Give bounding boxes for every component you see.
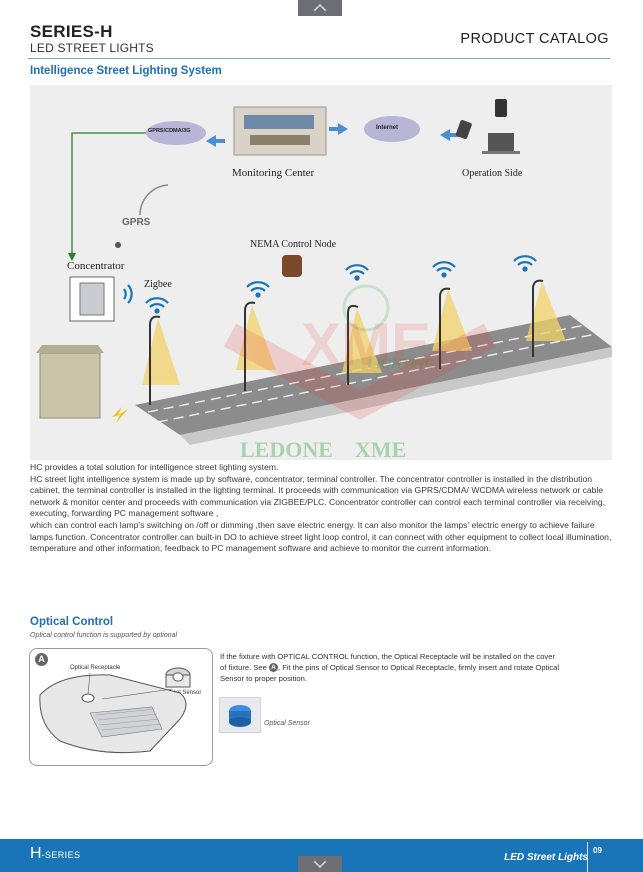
receptacle-label: Optical Receptacle — [70, 665, 121, 671]
chevron-down-icon — [313, 860, 327, 868]
wifi-icon — [123, 255, 537, 314]
badge-a: A — [35, 653, 48, 666]
section-title: Intelligence Street Lighting System — [30, 65, 222, 77]
road — [135, 315, 612, 435]
nema-node-image — [282, 255, 302, 277]
laptop-icon — [488, 133, 514, 151]
optical-sensor-icon — [229, 705, 251, 727]
paragraph: HC street light intelligence system is m… — [30, 473, 606, 519]
sensor-caption: Optical Sensor — [264, 720, 310, 727]
monitoring-center-label: Monitoring Center — [232, 167, 315, 179]
optical-control-note: Optical control function is supported by… — [30, 632, 178, 639]
operation-side-label: Operation Side — [462, 168, 523, 179]
gprs-cloud — [146, 121, 206, 145]
internet-cloud — [364, 116, 420, 142]
watermark — [223, 284, 497, 420]
concentrator-label: Concentrator — [67, 260, 125, 272]
chevron-up-icon — [313, 4, 327, 12]
diagram-graphic: XME — [36, 99, 612, 445]
sensor-label: Optical Sensor — [162, 690, 202, 696]
footer-series: H-SERIES — [30, 845, 81, 862]
watermark-brand: LEDONE XME — [240, 437, 407, 460]
watermark-lighting: LIGHTING — [368, 355, 435, 371]
page-down-button[interactable] — [298, 856, 342, 872]
optical-control-title: Optical Control — [30, 616, 114, 628]
nema-node-label: NEMA Control Node — [250, 239, 337, 250]
internet-cloud-label: Internet — [376, 125, 399, 131]
optical-sensor-image — [219, 697, 261, 733]
badge-a-inline: A — [268, 663, 278, 673]
gprs-cloud-label: GPRS/CDMA/3G — [148, 128, 191, 134]
distribution-cabinet — [39, 352, 101, 419]
phone-icon — [455, 119, 472, 139]
fixture-diagram: A Optical Receptacle Optical Sensor — [29, 648, 213, 766]
gprs-label: GPRS — [122, 217, 151, 228]
fixture-graphic — [39, 667, 191, 754]
series-subtitle: LED STREET LIGHTS — [30, 41, 154, 55]
zigbee-label: Zigbee — [144, 279, 172, 290]
page-number: 09 — [587, 842, 609, 872]
tablet-icon — [495, 99, 507, 117]
header-divider — [28, 58, 610, 59]
optical-control-description: If the fixture with OPTICAL CONTROL func… — [220, 652, 560, 683]
series-title: SERIES-H — [30, 22, 113, 41]
watermark-logo-text: XME — [301, 311, 431, 378]
arrow-icon — [206, 123, 459, 147]
paragraph: which can control each lamp's switching … — [30, 519, 612, 554]
footer-product-line: LED Street Lights — [504, 852, 588, 863]
system-diagram: XME GPRS/CDMA/3G Internet Monitoring Cen… — [30, 85, 612, 460]
page-up-button[interactable] — [298, 0, 342, 16]
paragraph: HC provides a total solution for intelli… — [30, 462, 279, 472]
body-text: HC provides a total solution for intelli… — [30, 462, 614, 555]
catalog-label: PRODUCT CATALOG — [460, 31, 609, 47]
monitoring-center-image — [233, 106, 327, 156]
